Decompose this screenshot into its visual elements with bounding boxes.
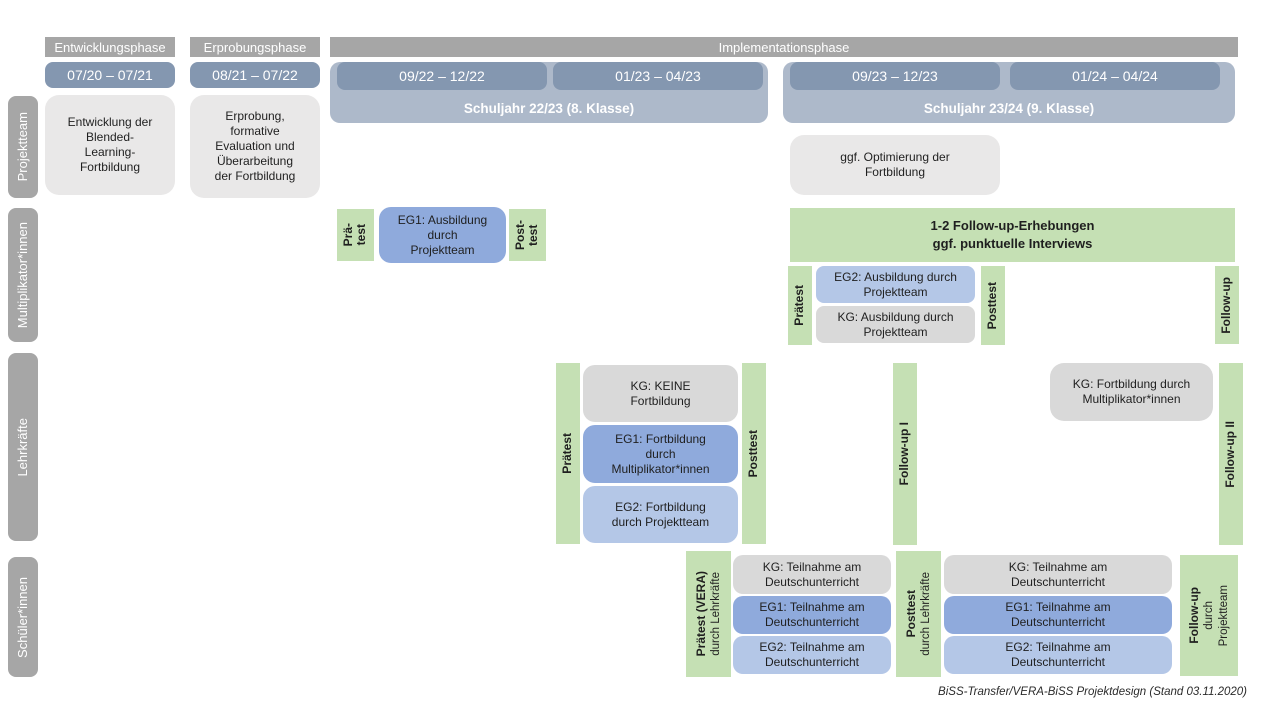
multiplikatoren-praetest-small: Prä- test xyxy=(337,209,374,261)
period-bar-0821-0722: 08/21 – 07/22 xyxy=(190,62,320,88)
multiplikatoren-praetest-text: Prätest xyxy=(792,285,807,326)
schueler-praetest-vera-subtext: durch Lehrkräfte xyxy=(709,572,722,656)
box-kg-ausbildung-projektteam: KG: Ausbildung durch Projektteam xyxy=(816,306,975,343)
school-year-22-23-label: Schuljahr 22/23 (8. Klasse) xyxy=(463,101,635,116)
schueler-followup-sub2: Projektteam xyxy=(1217,584,1230,647)
lehrkraefte-praetest-text: Prätest xyxy=(560,433,575,474)
schueler-praetest-vera-bar: Prätest (VERA) durch Lehrkräfte xyxy=(686,551,731,677)
lehrkraefte-posttest-bar: Posttest xyxy=(742,363,766,544)
schueler-followup-bar: Follow-up durch Projektteam xyxy=(1180,555,1238,676)
schueler-followup-sub1: durch xyxy=(1202,601,1215,630)
box-entwicklung-fortbildung: Entwicklung der Blended- Learning- Fortb… xyxy=(45,95,175,195)
phase-bar-entwicklung: Entwicklungsphase xyxy=(45,37,175,57)
period-bar-0123-0423: 01/23 – 04/23 xyxy=(553,62,763,90)
box-kg-fortbildung-multiplikatoren: KG: Fortbildung durch Multiplikator*inne… xyxy=(1050,363,1213,421)
row-label-projektteam-text: Projektteam xyxy=(14,112,30,182)
box-erprobung-evaluation: Erprobung, formative Evaluation und Über… xyxy=(190,95,320,198)
row-label-schueler-text: Schüler*innen xyxy=(14,576,30,658)
box-kg-keine-fortbildung: KG: KEINE Fortbildung xyxy=(583,365,738,422)
period-bar-0923-1223: 09/23 – 12/23 xyxy=(790,62,1000,90)
multiplikatoren-posttest-text: Posttest xyxy=(985,281,1000,330)
box-eg2-ausbildung-projektteam: EG2: Ausbildung durch Projektteam xyxy=(816,266,975,303)
lehrkraefte-praetest-bar: Prätest xyxy=(556,363,580,544)
box-eg1-teilnahme-2: EG1: Teilnahme am Deutschunterricht xyxy=(944,596,1172,634)
footer-caption: BiSS-Transfer/VERA-BiSS Projektdesign (S… xyxy=(938,686,1247,698)
multiplikatoren-praetest-bar: Prätest xyxy=(788,266,812,345)
lehrkraefte-followup1-text: Follow-up I xyxy=(897,422,912,486)
phase-bar-erprobung: Erprobungsphase xyxy=(190,37,320,57)
box-eg1-fortbildung-multiplikatoren: EG1: Fortbildung durch Multiplikator*inn… xyxy=(583,425,738,483)
multiplikatoren-posttest-bar: Posttest xyxy=(981,266,1005,345)
box-eg2-teilnahme-2: EG2: Teilnahme am Deutschunterricht xyxy=(944,636,1172,674)
banner-followup-erhebungen: 1-2 Follow-up-Erhebungen ggf. punktuelle… xyxy=(790,208,1235,262)
box-eg1-teilnahme-1: EG1: Teilnahme am Deutschunterricht xyxy=(733,596,891,634)
box-kg-teilnahme-2: KG: Teilnahme am Deutschunterricht xyxy=(944,555,1172,594)
schueler-praetest-vera-text: Prätest (VERA) xyxy=(693,571,708,657)
period-bar-0124-0424: 01/24 – 04/24 xyxy=(1010,62,1220,90)
lehrkraefte-followup1-bar: Follow-up I xyxy=(893,363,917,545)
period-bar-0720-0721: 07/20 – 07/21 xyxy=(45,62,175,88)
schueler-posttest-subtext: durch Lehrkräfte xyxy=(919,572,932,656)
schueler-posttest-bar: Posttest durch Lehrkräfte xyxy=(896,551,941,677)
lehrkraefte-followup2-text: Follow-up II xyxy=(1223,420,1238,488)
period-bar-0922-1222: 09/22 – 12/22 xyxy=(337,62,547,90)
multiplikatoren-followup-bar: Follow-up xyxy=(1215,266,1239,344)
schueler-followup-text: Follow-up xyxy=(1186,587,1201,644)
row-label-multiplikatoren-text: Multiplikator*innen xyxy=(14,221,30,329)
school-year-22-23-container: 09/22 – 12/22 01/23 – 04/23 Schuljahr 22… xyxy=(330,62,768,123)
row-label-lehrkraefte-text: Lehrkräfte xyxy=(14,417,30,477)
row-label-multiplikatoren: Multiplikator*innen xyxy=(8,208,38,342)
lehrkraefte-followup2-bar: Follow-up II xyxy=(1219,363,1243,545)
row-label-lehrkraefte: Lehrkräfte xyxy=(8,353,38,541)
box-eg1-ausbildung-projektteam: EG1: Ausbildung durch Projektteam xyxy=(379,207,506,263)
box-kg-teilnahme-1: KG: Teilnahme am Deutschunterricht xyxy=(733,555,891,594)
row-label-projektteam: Projektteam xyxy=(8,96,38,198)
box-optimierung-fortbildung: ggf. Optimierung der Fortbildung xyxy=(790,135,1000,195)
school-year-23-24-label: Schuljahr 23/24 (9. Klasse) xyxy=(923,101,1095,116)
multiplikatoren-posttest-small-text: Post- test xyxy=(513,220,541,250)
lehrkraefte-posttest-text: Posttest xyxy=(746,429,761,478)
box-eg2-fortbildung-projektteam: EG2: Fortbildung durch Projektteam xyxy=(583,486,738,543)
phase-bar-implementation: Implementationsphase xyxy=(330,37,1238,57)
multiplikatoren-posttest-small: Post- test xyxy=(509,209,546,261)
multiplikatoren-followup-text: Follow-up xyxy=(1219,276,1234,334)
school-year-23-24-container: 09/23 – 12/23 01/24 – 04/24 Schuljahr 23… xyxy=(783,62,1235,123)
multiplikatoren-praetest-small-text: Prä- test xyxy=(341,223,369,247)
row-label-schueler: Schüler*innen xyxy=(8,557,38,677)
schueler-posttest-text: Posttest xyxy=(903,590,918,638)
box-eg2-teilnahme-1: EG2: Teilnahme am Deutschunterricht xyxy=(733,636,891,674)
